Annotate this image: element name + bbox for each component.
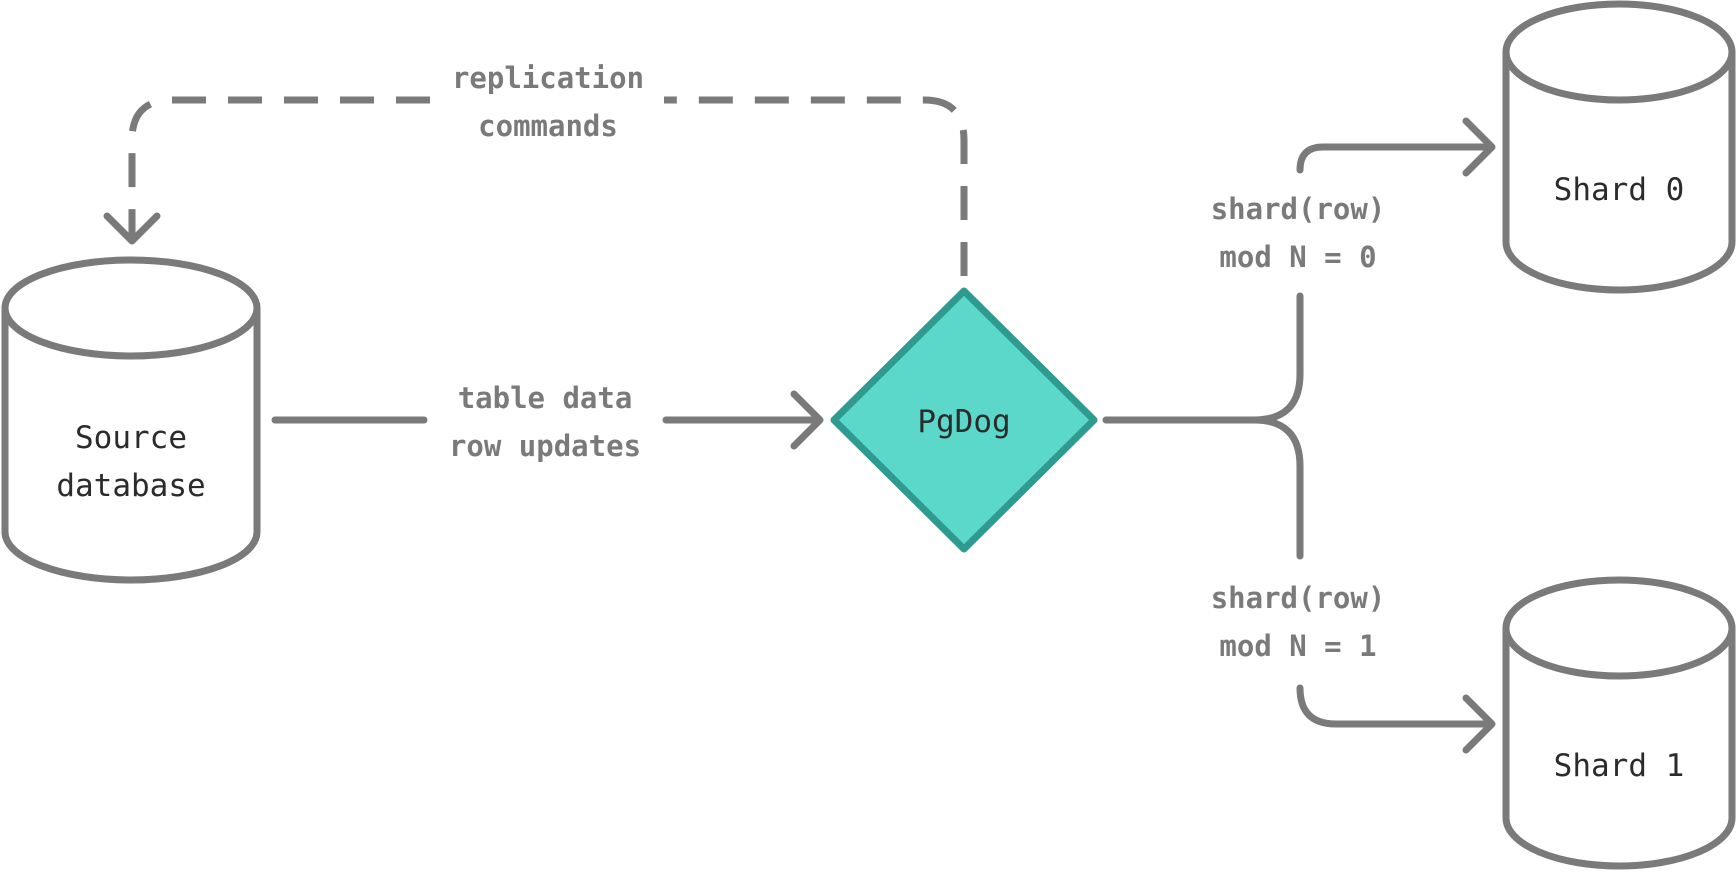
shard-0-rule-line2: mod N = 0 bbox=[1219, 240, 1376, 274]
shard-0-label: Shard 0 bbox=[1554, 172, 1685, 208]
source-database-node: Source database bbox=[1, 256, 261, 584]
shard-1-rule-line2: mod N = 1 bbox=[1219, 629, 1376, 663]
shard-1-node: Shard 1 bbox=[1502, 576, 1736, 870]
pgdog-label: PgDog bbox=[917, 404, 1010, 440]
shard-split-edge: shard(row) mod N = 0 shard(row) mod N = … bbox=[1102, 117, 1496, 754]
shard-0-node: Shard 0 bbox=[1502, 0, 1736, 294]
arrowhead-icon bbox=[790, 390, 824, 450]
source-database-label-line1: Source bbox=[75, 420, 187, 456]
pgdog-node: PgDog bbox=[830, 287, 1098, 553]
arrowhead-icon bbox=[1462, 117, 1496, 177]
shard-1-label: Shard 1 bbox=[1554, 748, 1685, 784]
table-data-edge: table data row updates bbox=[271, 381, 824, 463]
replication-label-line1: replication bbox=[452, 61, 644, 95]
shard-1-rule-line1: shard(row) bbox=[1211, 581, 1386, 615]
replication-label-line2: commands bbox=[478, 109, 618, 143]
source-database-label-line2: database bbox=[56, 468, 205, 504]
table-data-label-line1: table data bbox=[458, 381, 633, 415]
arrowhead-icon bbox=[1462, 694, 1496, 754]
table-data-label-line2: row updates bbox=[449, 429, 641, 463]
shard-0-rule-line1: shard(row) bbox=[1211, 192, 1386, 226]
replication-commands-edge: replication commands bbox=[103, 61, 968, 276]
arrowhead-icon bbox=[103, 212, 161, 245]
